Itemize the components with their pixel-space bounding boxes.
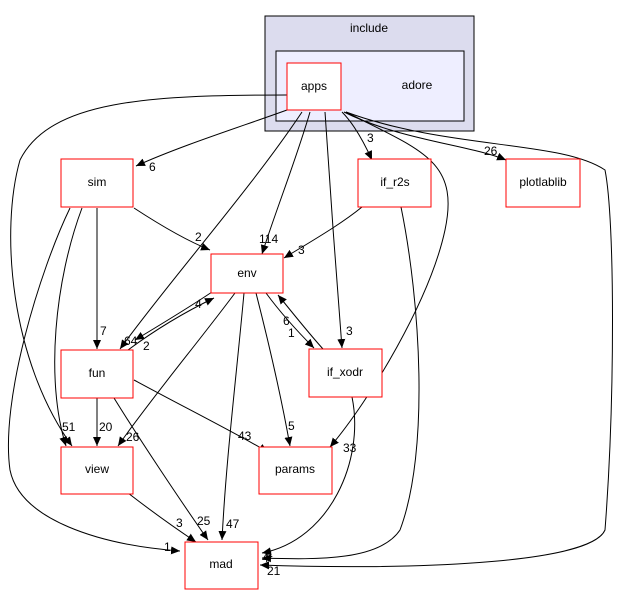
node-apps-box <box>286 62 342 111</box>
edge-label-env-params: 5 <box>288 419 295 433</box>
node-view[interactable]: view <box>60 446 134 495</box>
edge-fun-env[interactable] <box>127 297 215 351</box>
edge-env-view[interactable] <box>117 292 236 447</box>
edge-if-r2s-env[interactable] <box>283 206 363 259</box>
edges: 6 3 26 114 64 3 33 21 51 2 7 <box>7 94 613 578</box>
edge-label-fun-mad: 25 <box>197 514 211 528</box>
edge-label-env-fun: 4 <box>195 297 202 311</box>
cluster-adore-label: adore <box>402 78 433 92</box>
edge-label-apps-view: 51 <box>62 420 76 434</box>
node-mad[interactable]: mad <box>184 541 259 590</box>
edge-label-apps-fun: 64 <box>124 334 138 348</box>
edge-apps-mad[interactable] <box>259 111 613 570</box>
edge-label-env-view: 26 <box>126 430 140 444</box>
node-fun[interactable]: fun <box>60 349 134 399</box>
edge-sim-view[interactable] <box>54 207 83 447</box>
node-plotlablib-label: plotlablib <box>519 175 567 189</box>
edge-label-env-mad: 47 <box>226 517 240 531</box>
edge-apps-view[interactable] <box>10 94 288 447</box>
edge-label-apps-if-xodr: 3 <box>346 324 353 338</box>
edge-sim-env[interactable] <box>133 207 211 251</box>
node-if-xodr[interactable]: if_xodr <box>308 348 383 398</box>
edge-if-r2s-mad[interactable] <box>261 206 420 563</box>
node-if-r2s-label: if_r2s <box>380 175 409 189</box>
node-fun-label: fun <box>89 366 106 380</box>
edge-label-if-xodr-env: 6 <box>283 314 290 328</box>
edge-label-fun-env: 2 <box>143 339 150 353</box>
node-view-label: view <box>85 462 109 476</box>
node-params-label: params <box>275 462 315 476</box>
edge-label-apps-mad: 21 <box>267 564 281 578</box>
edge-label-apps-if-r2s: 3 <box>367 131 374 145</box>
edge-label-sim-env: 2 <box>195 230 202 244</box>
edge-fun-params[interactable] <box>133 379 269 453</box>
node-params-box <box>258 446 333 495</box>
node-plotlablib-box <box>505 158 581 208</box>
node-fun-box <box>60 349 134 399</box>
edge-if-xodr-mad[interactable] <box>261 396 356 556</box>
node-sim-box <box>60 158 134 208</box>
edge-label-apps-sim: 6 <box>149 160 156 174</box>
node-apps-label: apps <box>301 79 327 93</box>
edge-apps-if-r2s[interactable] <box>341 111 373 161</box>
node-env[interactable]: env <box>210 253 284 294</box>
node-params[interactable]: params <box>258 446 333 495</box>
edge-label-fun-view: 20 <box>99 420 113 434</box>
node-sim[interactable]: sim <box>60 158 134 208</box>
edge-label-view-mad: 3 <box>176 516 183 530</box>
edge-env-fun[interactable] <box>134 291 213 341</box>
node-if-r2s-box <box>357 158 432 208</box>
edge-view-mad[interactable] <box>127 492 197 543</box>
node-mad-box <box>184 541 259 590</box>
edge-fun-mad[interactable] <box>113 397 209 541</box>
node-if-xodr-label: if_xodr <box>327 365 363 379</box>
edge-apps-if-xodr[interactable] <box>324 111 346 349</box>
edge-label-fun-params: 43 <box>238 429 252 443</box>
edge-if-xodr-env[interactable] <box>277 294 324 350</box>
edge-label-apps-plotlablib: 26 <box>484 144 498 158</box>
edge-label-if-r2s-mad: 4 <box>266 548 273 562</box>
node-env-label: env <box>237 266 256 280</box>
edge-label-env-if-xodr: 1 <box>288 326 295 340</box>
edge-label-if-r2s-env: 3 <box>298 243 305 257</box>
edge-env-mad[interactable] <box>218 292 245 541</box>
node-sim-label: sim <box>88 175 107 189</box>
edge-apps-env[interactable] <box>260 111 311 255</box>
node-plotlablib[interactable]: plotlablib <box>505 158 581 208</box>
node-if-r2s[interactable]: if_r2s <box>357 158 432 208</box>
node-view-box <box>60 446 134 495</box>
edge-label-apps-params: 33 <box>343 441 357 455</box>
edge-env-if-xodr[interactable] <box>265 292 315 349</box>
edge-label-sim-mad: 1 <box>164 540 171 554</box>
edge-label-if-xodr-mad: 4 <box>262 551 269 565</box>
edge-apps-sim[interactable] <box>135 109 288 167</box>
edge-apps-fun[interactable] <box>119 111 303 350</box>
node-env-box <box>210 253 284 294</box>
edge-label-apps-env: 114 <box>259 232 278 246</box>
cluster-include-label: include <box>350 21 388 35</box>
edge-sim-mad[interactable] <box>7 207 181 555</box>
edge-label-sim-fun: 7 <box>100 324 107 338</box>
node-apps[interactable]: apps <box>286 62 342 111</box>
node-mad-label: mad <box>209 557 232 571</box>
node-if-xodr-box <box>308 348 383 398</box>
edge-env-params[interactable] <box>255 292 293 447</box>
